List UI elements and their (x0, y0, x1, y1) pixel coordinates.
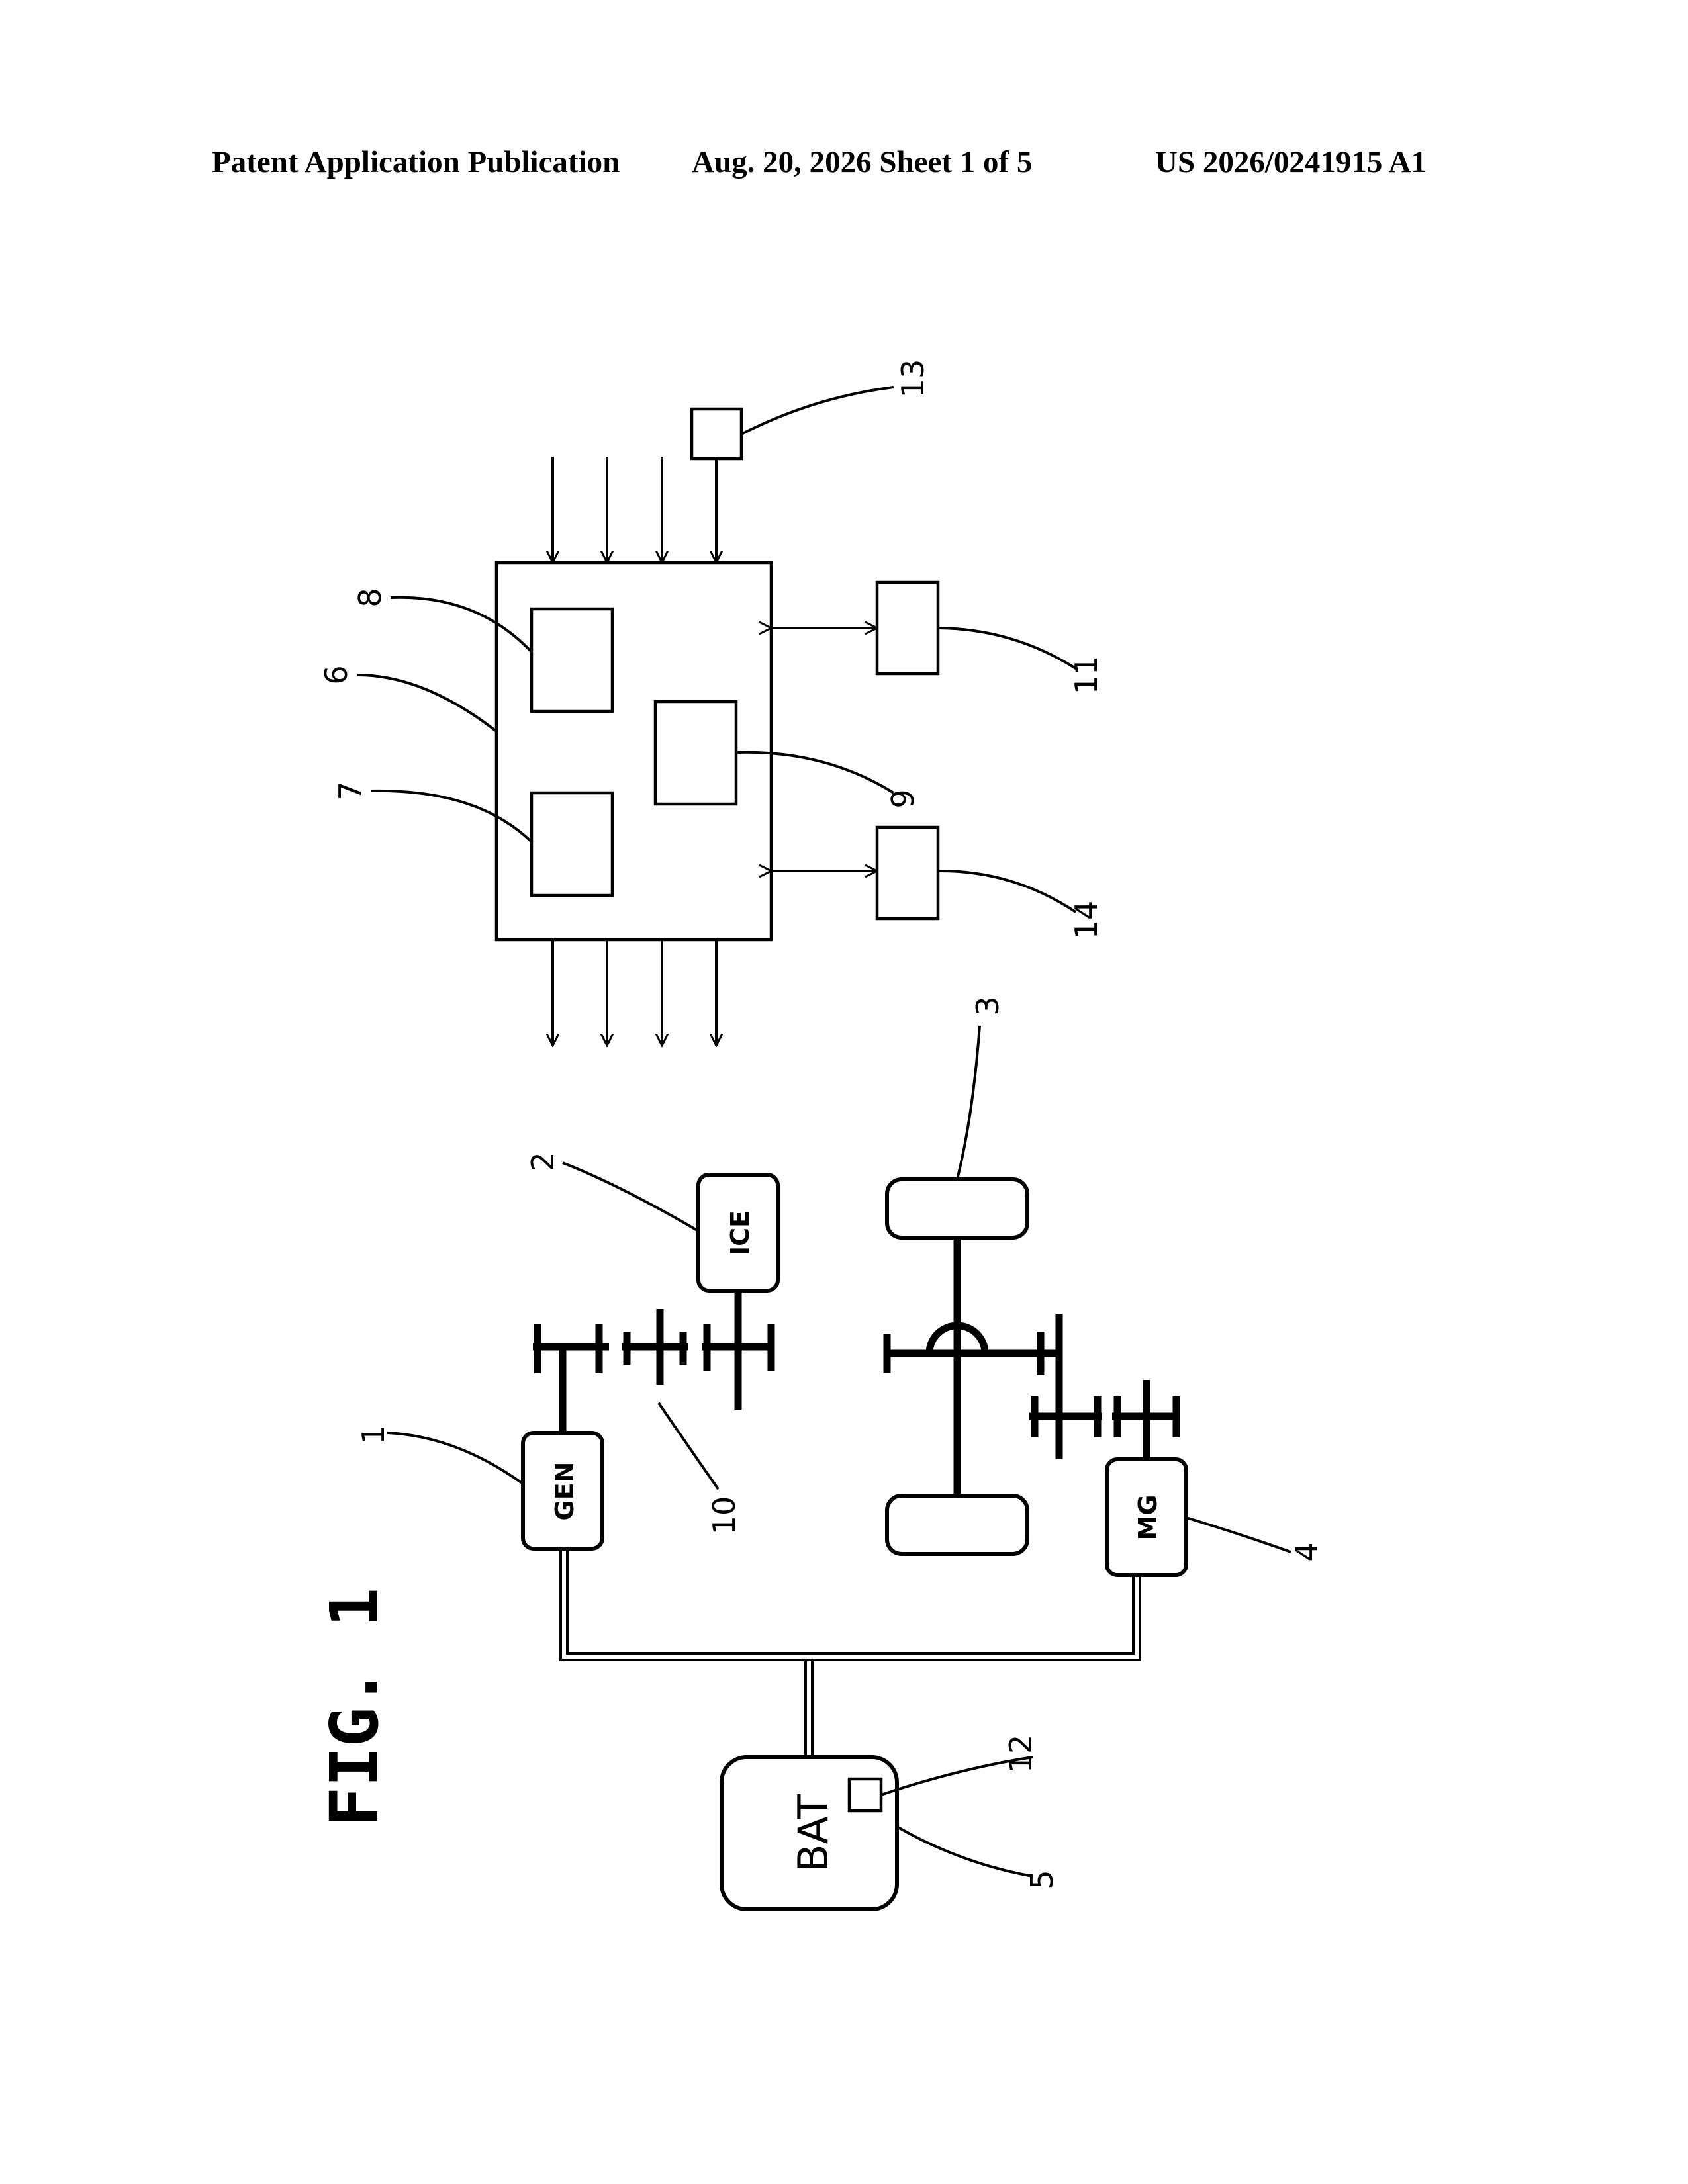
ref-9: 9 (885, 789, 921, 808)
ref-13: 13 (895, 359, 931, 398)
power-wiring (561, 1549, 1140, 1757)
motor-generator: MG (1107, 1459, 1186, 1575)
input-arrows (553, 457, 716, 563)
generator: GEN (523, 1433, 602, 1549)
ref-8: 8 (352, 588, 388, 607)
device-11-box (877, 582, 938, 674)
figure-label: FIG. 1 (316, 1588, 393, 1827)
motor-generator-label: MG (1133, 1494, 1162, 1540)
ref-2: 2 (525, 1152, 561, 1171)
output-arrows (553, 940, 716, 1046)
engine-label: ICE (726, 1210, 755, 1255)
controller-block (496, 563, 771, 940)
controller-unit-7 (532, 793, 612, 895)
battery: BAT (722, 1757, 897, 1909)
ref-3: 3 (970, 996, 1006, 1015)
ref-12: 12 (1003, 1735, 1039, 1774)
controller-unit-8 (532, 609, 612, 711)
ref-5: 5 (1024, 1870, 1060, 1889)
device-14-box (877, 827, 938, 919)
ref-10: 10 (706, 1496, 742, 1535)
ref-14: 14 (1068, 901, 1104, 940)
ref-7: 7 (332, 781, 368, 800)
ref-1: 1 (355, 1425, 391, 1444)
battery-sensor-12 (849, 1779, 881, 1811)
generator-label: GEN (550, 1462, 579, 1521)
ref-4: 4 (1289, 1542, 1325, 1561)
ref-11: 11 (1068, 656, 1104, 695)
ref-6: 6 (318, 665, 354, 684)
engine: ICE (698, 1175, 778, 1291)
sensor-13-box (692, 409, 741, 459)
wheel-lower (887, 1496, 1027, 1554)
wheel-upper (887, 1179, 1027, 1238)
battery-label: BAT (789, 1794, 837, 1872)
gear-train-10 (533, 1291, 774, 1433)
controller-unit-9 (655, 702, 736, 804)
